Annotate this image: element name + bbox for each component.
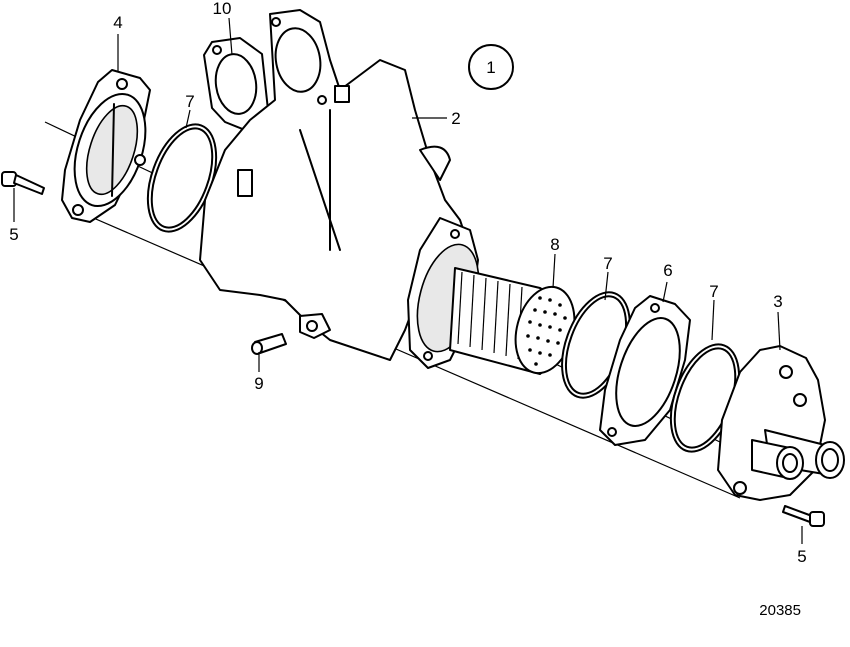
callout-7-mid: 7 [603, 254, 612, 273]
callout-5-right: 5 [797, 547, 806, 566]
part-5-screw-right [782, 505, 825, 527]
part-2-housing [199, 9, 471, 361]
callout-3: 3 [773, 292, 782, 311]
view-number-text: 1 [486, 58, 495, 77]
part-3-end-cover [717, 345, 845, 501]
callout-4: 4 [113, 13, 122, 32]
part-4-end-cover [61, 69, 151, 223]
part-8-tube-insert [449, 267, 576, 375]
leader-lines [13, 17, 803, 544]
part-6-plate [599, 295, 691, 446]
callout-6: 6 [663, 261, 672, 280]
view-number-marker: 1 [468, 44, 514, 90]
callout-2: 2 [451, 109, 460, 128]
callout-5-left: 5 [9, 225, 18, 244]
callout-7-top: 7 [185, 92, 194, 111]
part-9-pin [251, 333, 287, 355]
callout-9: 9 [254, 374, 263, 393]
callout-8: 8 [550, 235, 559, 254]
figure-number: 20385 [759, 602, 801, 619]
callout-10: 10 [213, 0, 232, 18]
callout-7-right: 7 [709, 282, 718, 301]
part-10-gasket [203, 37, 269, 133]
callout-labels: 10 4 7 2 5 8 7 6 7 3 9 5 [9, 0, 806, 566]
part-5-screw-left [1, 171, 45, 195]
